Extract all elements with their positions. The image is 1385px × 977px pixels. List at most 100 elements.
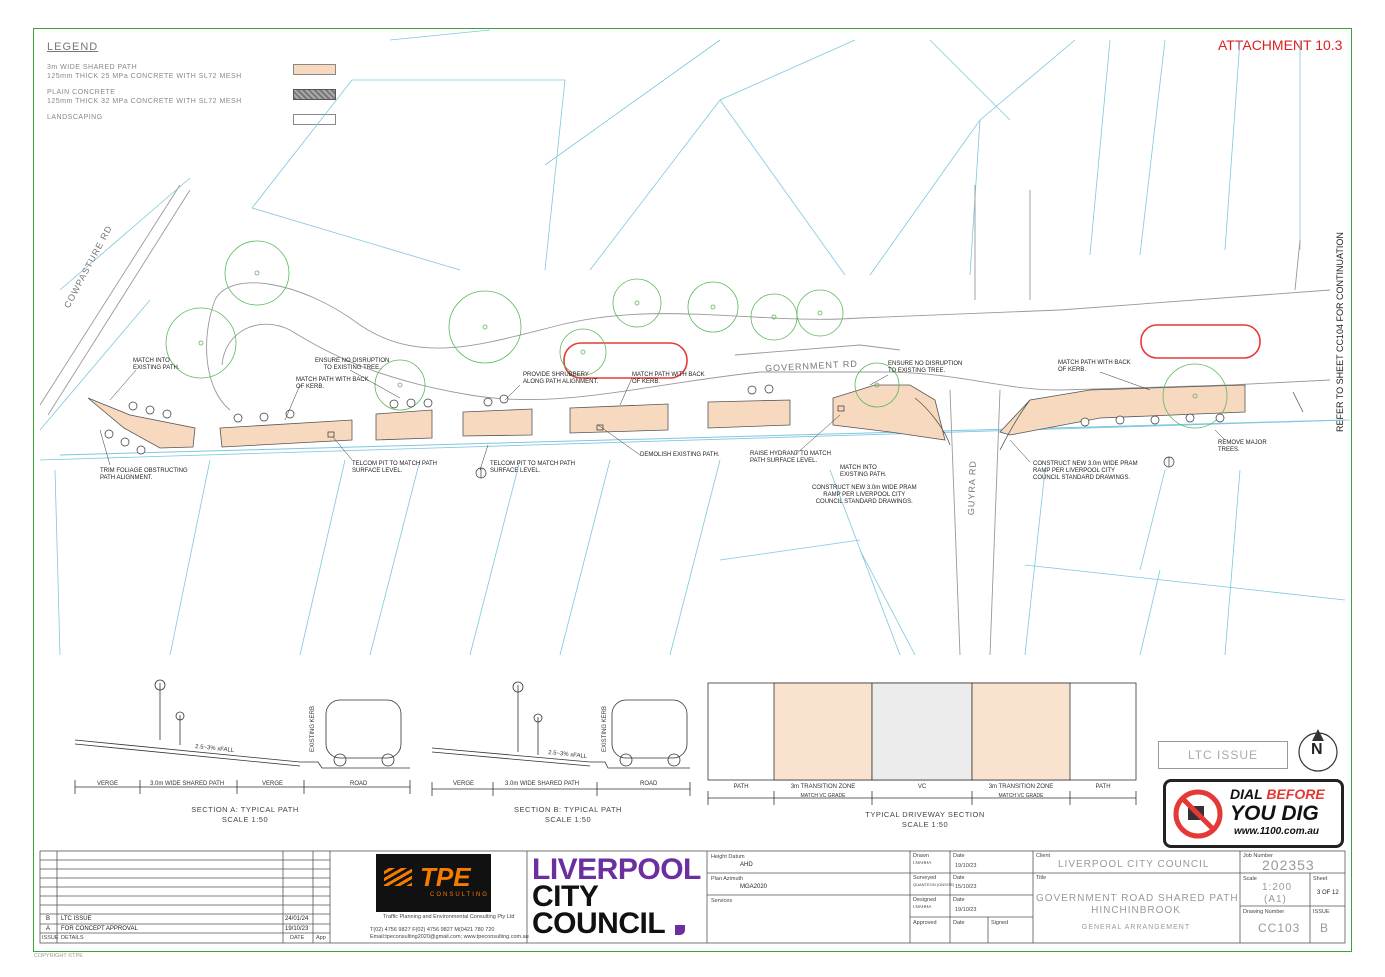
approved-date-label: Date: [953, 920, 965, 926]
rev-a-desc: FOR CONCEPT APPROVAL: [61, 926, 138, 932]
legend-item-1-line1: 3m WIDE SHARED PATH: [47, 64, 138, 71]
section-a-verge-right: VERGE: [262, 781, 284, 787]
services-label: Services: [711, 898, 733, 904]
tpe-contact: T(02) 4756 9827 F(02) 4756 9827 M(0421 7…: [370, 927, 495, 933]
surveyed-date: 15/10/23: [955, 884, 977, 890]
surveyed-by: QUANTEON (ONSITE): [913, 882, 955, 887]
rev-b-desc: LTC ISSUE: [61, 916, 92, 922]
driveway-scale: SCALE 1:50: [901, 820, 949, 829]
driveway-vc: VC: [917, 784, 927, 790]
height-datum-value: AHD: [740, 862, 753, 868]
legend-swatch-landscaping: [293, 114, 336, 125]
legend-item-1-line2: 125mm THICK 25 MPa CONCRETE WITH SL72 ME…: [47, 73, 242, 80]
sheet-value: 3 OF 12: [1317, 890, 1339, 896]
lcc-logo-mark-icon: [675, 925, 685, 935]
dby-dial: DIAL: [1230, 786, 1263, 802]
section-a-caption: SECTION A: TYPICAL PATH: [191, 805, 299, 814]
job-number-label: Job Number: [1243, 853, 1273, 859]
copyright: COPYRIGHT ©TPE: [34, 953, 83, 959]
drawn-date: 19/10/23: [955, 863, 977, 869]
property-boundaries: [39, 29, 1351, 656]
trees: [165, 240, 1228, 429]
height-datum-label: Height Datum: [711, 854, 745, 860]
bollards: [104, 384, 1225, 455]
tpe-logo-sub: CONSULTING: [430, 892, 489, 898]
section-b-path: 3.0m WIDE SHARED PATH: [505, 781, 580, 787]
dial-before-you-dig-logo: DIAL BEFORE YOU DIG www.1100.com.au: [1163, 779, 1344, 848]
north-arrow-icon: [1298, 729, 1338, 772]
section-a-kerb: EXISTING KERB: [310, 705, 316, 752]
rev-b-date: 24/01/24: [285, 916, 309, 922]
note-demolish: DEMOLISH EXISTING PATH.: [640, 452, 720, 458]
title-line-1: GOVERNMENT ROAD SHARED PATH,: [1036, 893, 1243, 904]
no-dig-icon: [1173, 789, 1223, 839]
rev-b-code: B: [46, 916, 51, 922]
legend-item-3-line1: LANDSCAPING: [47, 114, 103, 121]
driveway-transition-right: 3m TRANSITION ZONE: [988, 784, 1054, 790]
dby-url: www.1100.com.au: [1234, 826, 1320, 837]
designed-date-label: Date: [953, 897, 965, 903]
legend-swatch-plain-concrete: [293, 89, 336, 100]
designed-label: Designed: [913, 897, 937, 903]
section-a-road: ROAD: [350, 781, 368, 787]
driveway-path-right: PATH: [1095, 784, 1111, 790]
rev-a-date: 19/10/23: [285, 926, 309, 932]
rev-header-date: DATE: [290, 935, 305, 941]
road-label-guyra: GUYRA RD: [966, 460, 978, 516]
legend-item-2-line1: PLAIN CONCRETE: [47, 89, 116, 96]
designed-date: 19/10/23: [955, 907, 977, 913]
section-b-scale: SCALE 1:50: [544, 815, 592, 824]
title-line-2: HINCHINBROOK: [1091, 905, 1181, 916]
section-a-scale: SCALE 1:50: [221, 815, 269, 824]
legend-swatch-shared-path: [293, 64, 336, 75]
lcc-logo-liverpool: LIVERPOOL: [532, 853, 701, 886]
section-b-drawing: [431, 681, 691, 796]
scale-value: 1:200: [1262, 882, 1293, 893]
driveway-caption: TYPICAL DRIVEWAY SECTION: [865, 810, 985, 819]
road-lines: [206, 185, 1331, 656]
title-block-frame: [39, 850, 1346, 944]
tpe-logo-text: TPE: [420, 862, 471, 892]
driveway-transition-left-sub: MATCH VC GRADE: [800, 793, 846, 799]
section-b-verge-left: VERGE: [453, 781, 475, 787]
scale-label: Scale: [1243, 876, 1257, 882]
title-label: Title: [1036, 875, 1047, 881]
issue-value: B: [1320, 921, 1330, 935]
section-b-kerb: EXISTING KERB: [602, 705, 608, 752]
attachment-label: ATTACHMENT 10.3: [1218, 37, 1343, 53]
tpe-logo: TPE CONSULTING: [376, 854, 491, 912]
rev-header-details: DETAILS: [61, 935, 84, 941]
drawn-label: Drawn: [913, 853, 929, 859]
scale-sheet-size: (A1): [1264, 894, 1287, 905]
driveway-section-drawing: [707, 682, 1137, 805]
tpe-tagline: Traffic Planning and Environmental Consu…: [383, 914, 515, 920]
issue-label: ISSUE: [1313, 909, 1330, 915]
drawing-sheet-border: [33, 28, 1352, 952]
north-label: N: [1311, 741, 1323, 758]
dby-you-dig: YOU DIG: [1230, 802, 1319, 825]
client-label: Client: [1036, 853, 1051, 859]
approved-label: Approved: [913, 920, 937, 926]
section-b-road: ROAD: [640, 781, 658, 787]
sheet-label: Sheet: [1313, 876, 1328, 882]
red-callouts: [563, 324, 1261, 379]
signed-label: Signed: [991, 920, 1009, 926]
drawing-number-label: Drawing Number: [1243, 909, 1285, 915]
drawn-date-label: Date: [953, 853, 965, 859]
section-a-path: 3.0m WIDE SHARED PATH: [150, 781, 225, 787]
plan-azimuth-value: MGA2020: [740, 884, 768, 890]
